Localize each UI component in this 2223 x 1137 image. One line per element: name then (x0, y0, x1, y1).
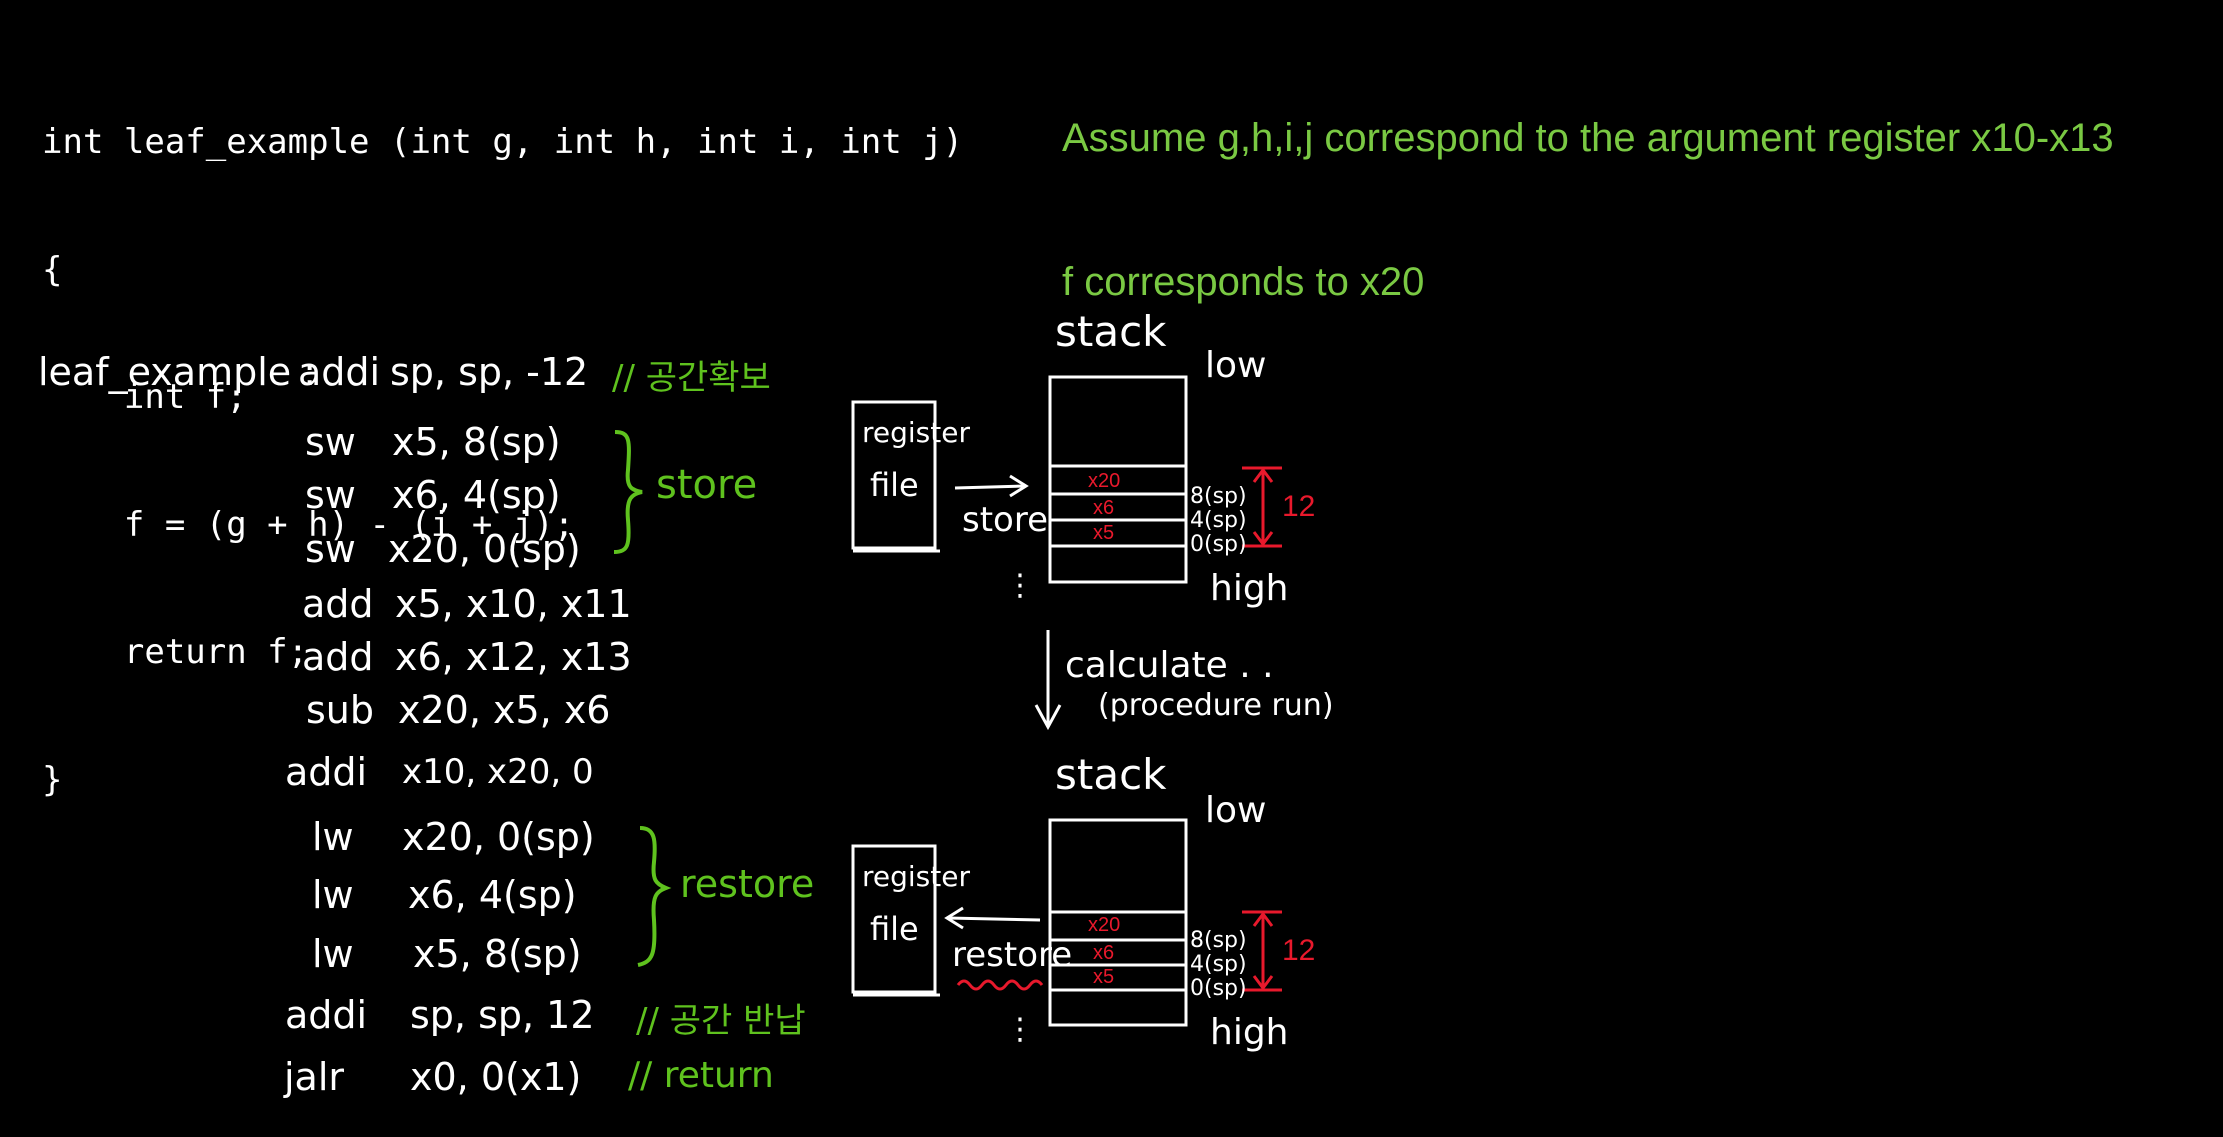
register-file-label: register (862, 860, 970, 893)
size-label: 12 (1282, 490, 1316, 523)
code-line: f = (g + h) - (i + j); (42, 504, 575, 545)
asm-comment: // 공간 반납 (636, 1001, 806, 1041)
asm-op: sub (306, 688, 375, 732)
asm-op: sw (305, 527, 356, 571)
high-label: high (1210, 1012, 1289, 1053)
asm-args: x6, 4(sp) (392, 473, 561, 517)
asm-op: addi (298, 350, 381, 394)
restore-annotation: restore (680, 862, 815, 906)
ellipsis: ⋮ (1005, 568, 1035, 603)
code-line: { (42, 249, 63, 290)
asm-args: x20, x5, x6 (398, 688, 611, 732)
asm-args: x10, x20, 0 (402, 752, 594, 792)
offset-label: 8(sp) (1190, 484, 1247, 509)
asm-args: x5, 8(sp) (413, 932, 582, 976)
stack-box-top (1048, 375, 1188, 584)
store-arrow (954, 484, 1026, 490)
stack-title: stack (1055, 750, 1167, 799)
low-label: low (1205, 790, 1267, 831)
asm-op: jalr (284, 1055, 345, 1099)
asm-op: sw (305, 473, 356, 517)
asm-args: x6, x12, x13 (395, 635, 632, 679)
register-assumption-note: Assume g,h,i,j correspond to the argumen… (1062, 18, 2114, 354)
store-brace (613, 430, 643, 554)
slot-label: x5 (1093, 966, 1115, 988)
restore-label: restore (952, 935, 1073, 975)
note-line: Assume g,h,i,j correspond to the argumen… (1062, 116, 2114, 160)
c-source-code: int leaf_example (int g, int h, int i, i… (42, 36, 963, 844)
slot-label: x6 (1093, 942, 1115, 964)
code-line: int f; (42, 377, 247, 417)
offset-label: 4(sp) (1190, 952, 1247, 977)
register-file-box (851, 400, 937, 550)
restore-brace (637, 826, 672, 967)
slot-label: x6 (1093, 497, 1115, 519)
asm-op: add (302, 635, 374, 679)
asm-args: x0, 0(x1) (410, 1055, 582, 1099)
slot-label: x20 (1088, 470, 1121, 492)
restore-arrow (947, 916, 1041, 922)
offset-label: 0(sp) (1190, 532, 1247, 557)
asm-args: x6, 4(sp) (408, 873, 577, 917)
high-label: high (1210, 568, 1289, 609)
low-label: low (1205, 345, 1267, 386)
stack-box-bottom (1048, 818, 1188, 1027)
store-label: store (962, 500, 1048, 540)
code-line: return f; (42, 632, 309, 672)
asm-label: leaf_example : (38, 350, 317, 394)
asm-op: add (302, 582, 374, 626)
asm-op: lw (312, 815, 354, 859)
asm-op: addi (285, 750, 368, 794)
stack-title: stack (1055, 307, 1167, 356)
register-file-label: register (862, 416, 970, 449)
code-line: int leaf_example (int g, int h, int i, i… (42, 122, 964, 162)
store-annotation: store (656, 462, 758, 508)
asm-comment: // 공간확보 (612, 358, 771, 398)
asm-op: lw (312, 932, 354, 976)
calculate-label: calculate . . (1065, 645, 1274, 686)
asm-comment: // return (628, 1055, 774, 1096)
note-line: f corresponds to x20 (1062, 260, 1425, 304)
asm-op: lw (312, 873, 354, 917)
register-file-label: file (870, 466, 919, 504)
offset-label: 4(sp) (1190, 508, 1247, 533)
asm-args: sp, sp, -12 (390, 350, 589, 394)
asm-args: x20, 0(sp) (402, 815, 595, 859)
offset-label: 0(sp) (1190, 976, 1247, 1001)
slot-label: x20 (1088, 914, 1121, 936)
offset-label: 8(sp) (1190, 928, 1247, 953)
asm-op: sw (305, 420, 356, 464)
asm-args: x5, 8(sp) (392, 420, 561, 464)
asm-args: x5, x10, x11 (395, 582, 632, 626)
procedure-run-label: (procedure run) (1098, 688, 1334, 723)
asm-args: sp, sp, 12 (410, 993, 595, 1037)
asm-args: x20, 0(sp) (388, 527, 581, 571)
ellipsis: ⋮ (1005, 1012, 1035, 1047)
restore-underline (956, 979, 1044, 991)
register-file-box (851, 844, 937, 994)
size-label: 12 (1282, 934, 1316, 967)
code-line: } (42, 759, 63, 800)
slot-label: x5 (1093, 522, 1115, 544)
asm-op: addi (285, 993, 368, 1037)
register-file-label: file (870, 910, 919, 948)
